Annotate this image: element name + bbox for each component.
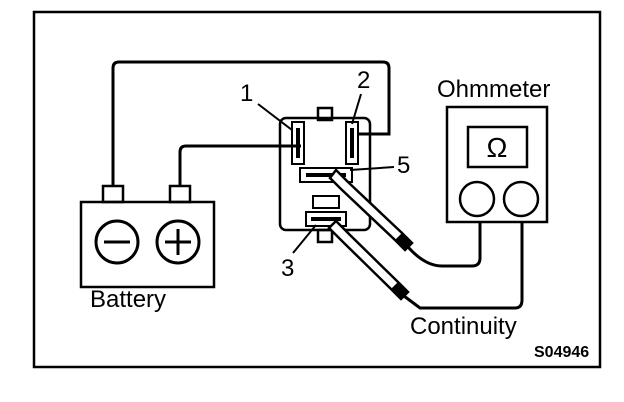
diagram-frame: [32, 10, 602, 369]
battery-body: [79, 200, 216, 289]
relay: [278, 106, 372, 244]
upper-test-probe: [328, 168, 414, 252]
relay-pin-3: [311, 217, 341, 221]
ohm-symbol-icon: Ω: [487, 132, 508, 163]
relay-bottom-tab: [316, 228, 334, 244]
ohmmeter-display: [466, 125, 529, 169]
ohmmeter-body: [445, 105, 549, 224]
continuity-label: Continuity: [410, 313, 517, 340]
relay-pin-1-slot: [291, 121, 305, 165]
pin-5-label: 5: [397, 152, 410, 179]
relay-center-slot: [312, 195, 340, 209]
pin-1-leader: [257, 103, 293, 131]
relay-pin-1: [296, 128, 300, 158]
pin-2-label: 2: [357, 67, 370, 94]
ohmmeter-jack-right: [502, 180, 540, 218]
pin-3-leader: [292, 224, 317, 254]
relay-pin-3-slot: [305, 211, 347, 227]
relay-pin-2: [350, 128, 354, 158]
pin-5-leader: [349, 166, 395, 171]
battery-positive-post: [168, 184, 192, 204]
lower-test-probe: [327, 219, 410, 301]
relay-pin-5: [306, 173, 346, 177]
pin-1-label: 1: [240, 80, 253, 107]
battery-negative-post: [101, 184, 125, 204]
upper-probe-lead: [406, 222, 482, 268]
battery-label: Battery: [90, 286, 166, 313]
figure-code: S04946: [534, 344, 589, 361]
relay-body: [278, 116, 372, 232]
battery: [79, 184, 216, 289]
battery-positive-terminal-icon: [155, 219, 201, 265]
ohmmeter: [445, 105, 549, 224]
ohmmeter-jack-left: [458, 180, 496, 218]
battery-negative-terminal-icon: [94, 219, 140, 265]
lower-probe-lead: [403, 222, 524, 310]
wire-negative: [111, 60, 391, 186]
pin-2-leader: [351, 93, 362, 125]
wire-positive: [178, 144, 301, 186]
ohmmeter-label: Ohmmeter: [437, 76, 550, 103]
pin-3-label: 3: [281, 255, 294, 282]
relay-pin-5-slot: [299, 167, 353, 183]
relay-top-tab: [316, 106, 334, 122]
